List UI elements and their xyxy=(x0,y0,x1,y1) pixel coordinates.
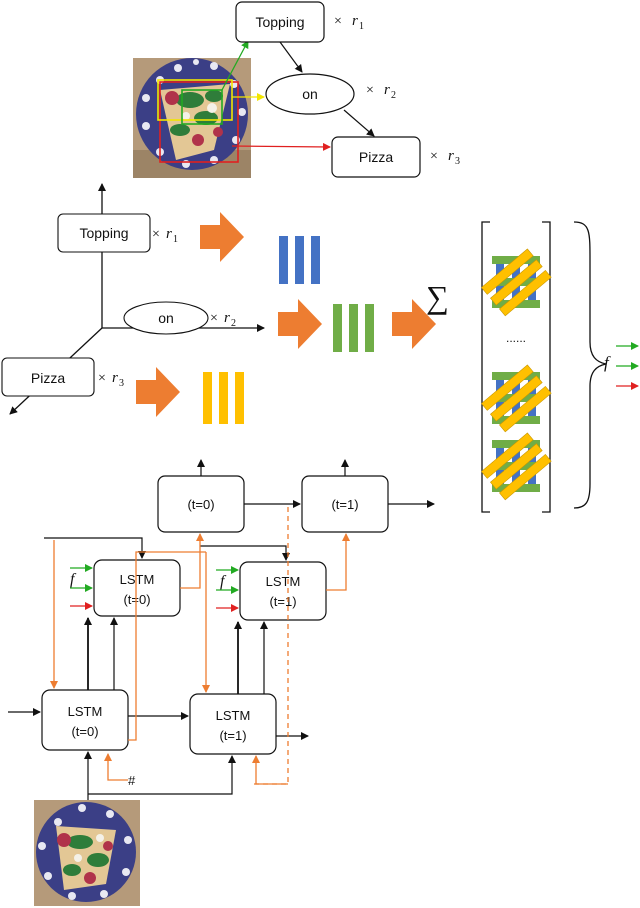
on-region-box xyxy=(157,79,233,121)
stack-block-0 xyxy=(481,248,552,317)
svg-text:Pizza: Pizza xyxy=(31,370,65,386)
svg-text:r: r xyxy=(166,226,172,242)
pizza-detection-box xyxy=(159,81,239,163)
svg-text:on: on xyxy=(302,86,318,102)
svg-text:×: × xyxy=(210,311,218,326)
lstm-t0-feature-f: f xyxy=(70,571,77,588)
svg-text:×: × xyxy=(98,371,106,386)
embed-node-pizza: Pizza × r 3 xyxy=(1,357,124,397)
svg-text:Pizza: Pizza xyxy=(359,149,393,165)
topping-link-arrow xyxy=(221,40,249,91)
scene-node-pizza-weight: × r 3 xyxy=(430,148,460,167)
svg-text:×: × xyxy=(334,14,342,29)
feature-output-arrows xyxy=(616,342,639,390)
lstm-t1-feature-arrows xyxy=(216,566,239,612)
svg-text:(t=1): (t=1) xyxy=(331,497,358,512)
embed-node-topping: Topping × r 1 xyxy=(57,213,178,253)
topping-detection-box xyxy=(181,89,223,125)
scene-node-on-weight: × r 2 xyxy=(366,82,396,101)
svg-text:LSTM: LSTM xyxy=(68,704,103,719)
svg-text:(t=0): (t=0) xyxy=(187,497,214,512)
svg-text:×: × xyxy=(152,227,160,242)
output-box-t1: (t=1) xyxy=(301,475,389,533)
svg-text:LSTM: LSTM xyxy=(266,574,301,589)
svg-text:(t=0): (t=0) xyxy=(123,592,150,607)
svg-text:LSTM: LSTM xyxy=(216,708,251,723)
svg-text:Topping: Topping xyxy=(255,14,304,30)
svg-text:(t=1): (t=1) xyxy=(269,594,296,609)
scene-node-pizza: Pizza xyxy=(331,136,421,178)
feature-brace xyxy=(573,221,607,509)
svg-text:3: 3 xyxy=(119,378,124,389)
svg-text:r: r xyxy=(352,13,358,29)
lstm-t0-feature-arrows xyxy=(70,564,93,610)
lstm-lower-t0: LSTM (t=0) xyxy=(41,689,129,751)
embed-arrow-pizza xyxy=(136,367,180,417)
lstm-upper-t0: LSTM (t=0) xyxy=(93,559,181,617)
svg-text:r: r xyxy=(448,148,454,164)
decoder-orange-connections xyxy=(50,506,350,785)
lstm-t1-feature-f: f xyxy=(220,573,227,590)
svg-text:Topping: Topping xyxy=(79,225,128,241)
scene-node-topping: Topping xyxy=(235,1,325,43)
feature-bars-green xyxy=(333,304,374,352)
decoder-black-connections xyxy=(8,537,309,800)
svg-text:1: 1 xyxy=(173,234,178,245)
feature-bars-yellow xyxy=(203,372,244,424)
stack-block-1 xyxy=(481,364,552,433)
embed-arrow-topping xyxy=(200,212,244,262)
svg-text:3: 3 xyxy=(455,156,460,167)
feature-bars-blue xyxy=(279,236,320,284)
svg-text:×: × xyxy=(430,149,438,164)
lstm-lower-t1: LSTM (t=1) xyxy=(189,693,277,755)
feature-symbol-f: f xyxy=(604,353,611,372)
sum-arrow xyxy=(392,299,436,349)
lstm-upper-t1: LSTM (t=1) xyxy=(239,561,327,621)
svg-text:2: 2 xyxy=(391,90,396,101)
svg-text:(t=0): (t=0) xyxy=(71,724,98,739)
stack-ellipsis: ...... xyxy=(506,331,526,345)
svg-text:LSTM: LSTM xyxy=(120,572,155,587)
start-token: # xyxy=(128,773,136,788)
pizza-link-arrow xyxy=(231,142,331,151)
feature-stack-bracket xyxy=(481,221,551,513)
sum-symbol: ∑ xyxy=(426,279,449,315)
svg-text:on: on xyxy=(158,310,174,326)
graph-edge-on-pizza xyxy=(343,109,375,137)
svg-text:r: r xyxy=(112,370,118,386)
pizza-photo-bottom xyxy=(34,800,140,906)
embed-arrow-on xyxy=(278,299,322,349)
feature-stack-blocks xyxy=(481,248,552,501)
graph-edge-topping-on xyxy=(279,41,303,73)
output-box-t0: (t=0) xyxy=(157,475,245,533)
scene-node-on: on xyxy=(265,73,355,115)
svg-text:×: × xyxy=(366,83,374,98)
svg-text:(t=1): (t=1) xyxy=(219,728,246,743)
svg-text:r: r xyxy=(224,310,230,326)
stack-block-2 xyxy=(481,432,552,501)
embed-node-on: on × r 2 xyxy=(123,301,236,335)
svg-text:1: 1 xyxy=(359,21,364,32)
scene-node-topping-weight: × r 1 xyxy=(334,13,364,32)
svg-text:r: r xyxy=(384,82,390,98)
svg-text:2: 2 xyxy=(231,318,236,329)
pizza-photo-top xyxy=(133,58,251,178)
